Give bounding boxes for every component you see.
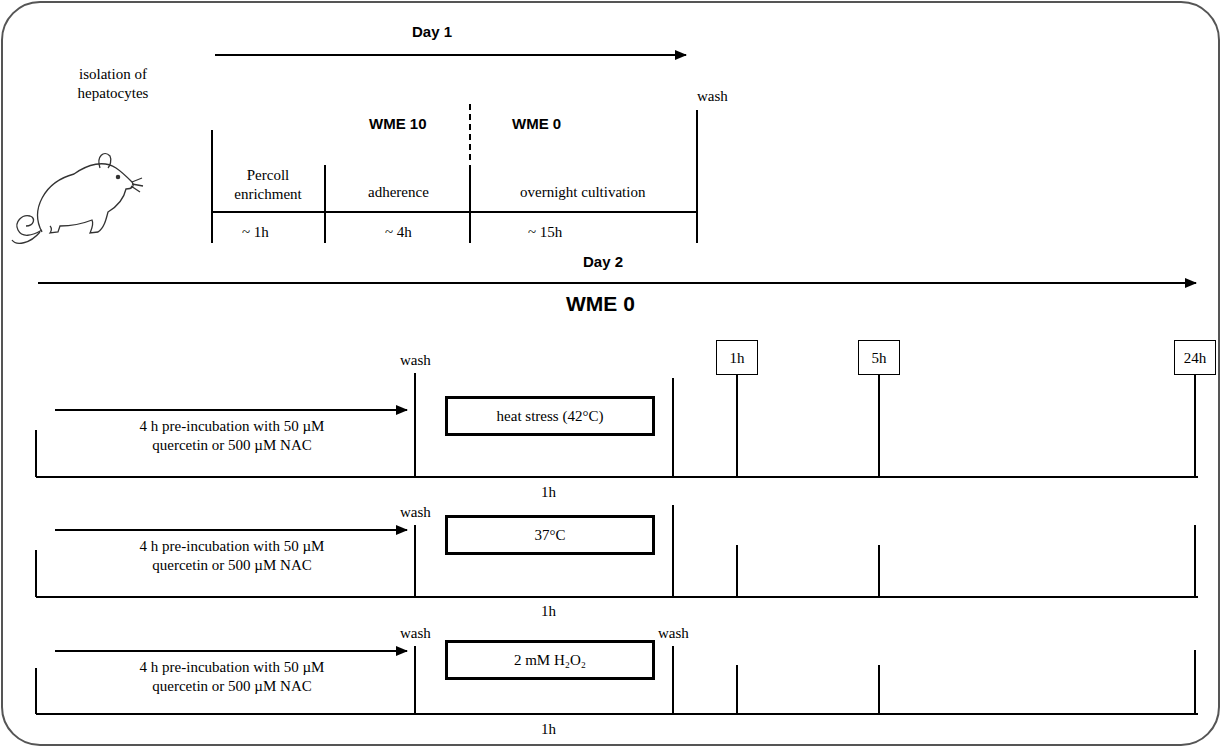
condition-box: 37°C xyxy=(445,515,655,555)
timeline-label: WME 0 xyxy=(566,291,635,317)
timeline-label: ~ 4h xyxy=(385,223,412,242)
timeline-label: isolation of hepatocytes xyxy=(53,65,173,103)
timepoint-box: 1h xyxy=(716,340,758,375)
timeline-label: wash xyxy=(697,87,728,106)
timeline-label: 1h xyxy=(541,483,556,502)
condition-box: heat stress (42°C) xyxy=(445,396,655,436)
timeline-label: 4 h pre-incubation with 50 µM quercetin … xyxy=(116,417,348,455)
day-arrow xyxy=(215,54,686,56)
condition-box: 2 mM H₂O₂ xyxy=(445,640,655,680)
day-arrow xyxy=(38,282,1196,284)
timeline-label: wash xyxy=(400,624,431,643)
box-text: 5h xyxy=(872,349,887,367)
timeline-label: WME 10 xyxy=(369,115,427,134)
box-text: 2 mM H₂O₂ xyxy=(514,651,586,669)
timeline-label: wash xyxy=(400,351,431,370)
box-text: heat stress (42°C) xyxy=(497,407,604,425)
row-timeline xyxy=(36,505,1198,597)
timeline-label: 1h xyxy=(541,602,556,621)
timeline-label: wash xyxy=(658,624,689,643)
timeline-label: 4 h pre-incubation with 50 µM quercetin … xyxy=(116,537,348,575)
timeline-label: Day 2 xyxy=(583,253,623,272)
timeline-label: wash xyxy=(400,503,431,522)
timeline-label: adherence xyxy=(368,183,429,202)
timeline-label: Percoll enrichment xyxy=(222,166,314,204)
timeline-label: ~ 1h xyxy=(242,223,269,242)
timeline-label: 1h xyxy=(541,720,556,739)
box-text: 1h xyxy=(730,349,745,367)
timeline-label: 4 h pre-incubation with 50 µM quercetin … xyxy=(116,658,348,696)
timeline-label: ~ 15h xyxy=(528,223,562,242)
box-text: 24h xyxy=(1184,349,1207,367)
timepoint-box: 24h xyxy=(1174,340,1216,375)
row-timeline xyxy=(36,373,1198,477)
box-text: 37°C xyxy=(534,526,565,544)
timeline-label: Day 1 xyxy=(412,23,452,42)
timeline-label: overnight cultivation xyxy=(520,183,645,202)
timepoint-box: 5h xyxy=(858,340,900,375)
day1-timeline xyxy=(212,104,697,243)
timeline-label: WME 0 xyxy=(512,115,561,134)
mouse-illustration xyxy=(12,154,143,244)
